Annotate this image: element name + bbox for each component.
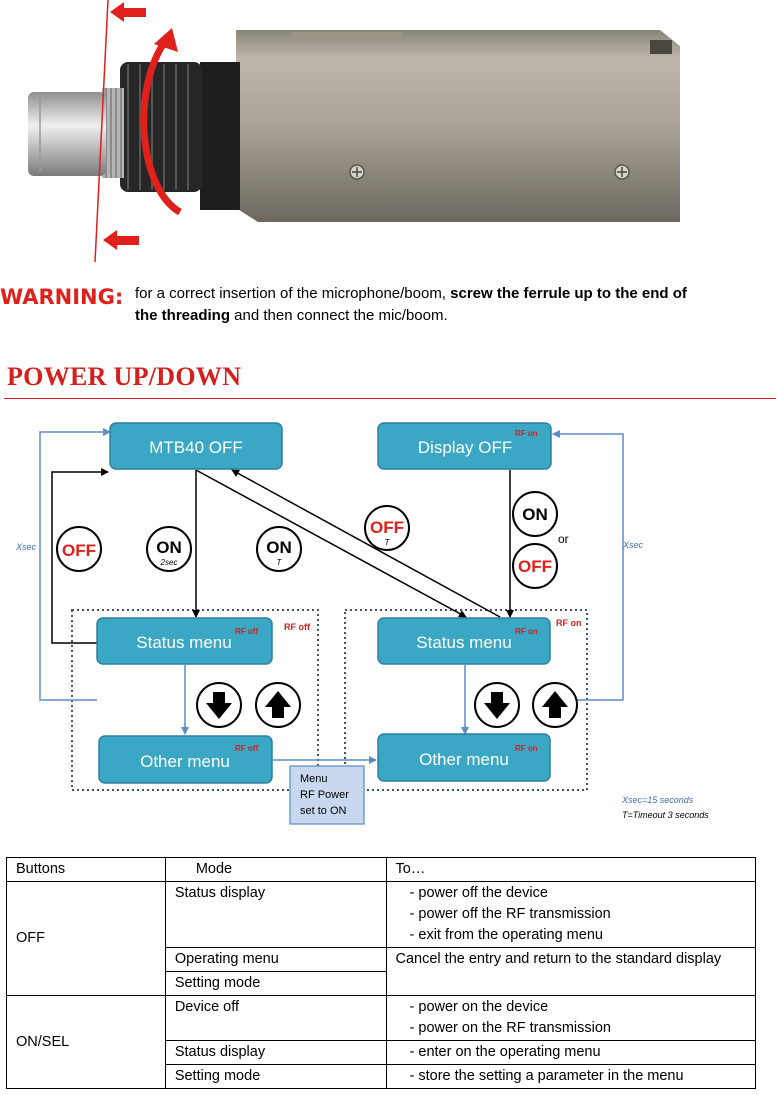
xsec-left-flow	[39, 428, 111, 701]
table-row: ON/SEL Device off power on the device po…	[6, 995, 757, 1089]
table-row: Setting mode	[7, 971, 756, 996]
display-off-box: Display OFF RF on	[377, 422, 552, 470]
svg-text:MTB40 OFF: MTB40 OFF	[149, 438, 243, 457]
xsec-label-left: Xsec	[15, 542, 37, 552]
section-divider	[4, 398, 776, 399]
mode-setting-mode: Setting mode	[164, 1064, 387, 1089]
svg-text:OFF: OFF	[518, 557, 552, 576]
off-loop-flow	[51, 468, 109, 644]
svg-text:RF on: RF on	[515, 429, 538, 438]
svg-text:ON: ON	[522, 505, 548, 524]
svg-text:RF Power: RF Power	[300, 789, 349, 801]
ferrule	[120, 62, 202, 192]
header-to: To…	[385, 857, 757, 882]
table-row: Operating menu Cancel the entry and retu…	[7, 947, 757, 996]
on-t-flow	[195, 469, 467, 618]
action-item: power off the device	[410, 883, 746, 904]
svg-text:Status menu: Status menu	[416, 633, 511, 652]
power-diagram: RF off RF on MTB40 OFF Display OFF RF on…	[15, 422, 709, 825]
mtb40-off-box: MTB40 OFF	[109, 422, 283, 470]
threading-guide-line	[94, 0, 109, 263]
arrow-left-icon	[103, 230, 139, 250]
svg-text:ON: ON	[156, 538, 182, 557]
mode-status-display: Status display	[164, 1040, 387, 1065]
svg-text:OFF: OFF	[62, 541, 96, 560]
table-header-row: Buttons Mode To…	[6, 857, 757, 882]
action-item: exit from the operating menu	[410, 925, 746, 946]
or-label: or	[558, 532, 569, 546]
transmitter-body	[236, 30, 680, 222]
device-photo	[28, 0, 680, 263]
xlr-connector	[28, 92, 106, 176]
header-buttons: Buttons	[6, 857, 166, 882]
off-button-icon-right: OFF	[512, 543, 558, 589]
status-menu-right-box: Status menu RF on	[377, 617, 551, 665]
xsec-right-flow	[550, 430, 624, 701]
buttons-table: Buttons Mode To… OFF Status display powe…	[6, 857, 757, 1089]
warning-text: for a correct insertion of the microphon…	[135, 283, 695, 327]
rf-off-group-tag: RF off	[284, 622, 311, 632]
action-cell: power on the device power on the RF tran…	[385, 995, 757, 1041]
svg-text:ON: ON	[266, 538, 292, 557]
legend-xsec: Xsec=15 seconds	[621, 795, 694, 805]
down-arrow-icon	[474, 682, 520, 728]
section-title: POWER UP/DOWN	[7, 362, 242, 391]
status-menu-left-box: Status menu RF off	[96, 617, 273, 665]
action-cancel: Cancel the entry and return to the stand…	[385, 947, 757, 996]
table-row: OFF Status display power off the device …	[6, 881, 757, 996]
svg-text:T: T	[277, 558, 283, 567]
header-mode: Mode	[164, 857, 387, 882]
table-row: Setting mode store the setting a paramet…	[7, 1064, 757, 1089]
action-item: power on the device	[410, 997, 746, 1018]
button-onsel: ON/SEL	[6, 995, 166, 1089]
mode-device-off: Device off	[164, 995, 387, 1041]
action-item: enter on the operating menu	[410, 1042, 746, 1063]
on-button-icon: ON	[512, 491, 558, 537]
on-2sec-button-icon: ON 2sec	[146, 526, 192, 572]
svg-text:Display OFF: Display OFF	[418, 438, 512, 457]
other-menu-left-box: Other menu RF off	[98, 735, 273, 784]
action-cell: store the setting a parameter in the men…	[385, 1064, 757, 1089]
off-button-icon: OFF	[56, 526, 102, 572]
action-item: power on the RF transmission	[410, 1018, 746, 1039]
other-menu-right-box: Other menu RF on	[377, 733, 551, 782]
off-t-button-icon: OFF T	[364, 505, 410, 551]
xsec-label-right: Xsec	[622, 540, 644, 550]
action-item: store the setting a parameter in the men…	[410, 1066, 746, 1087]
mode-operating-menu: Operating menu	[164, 947, 387, 972]
warning-text-before: for a correct insertion of the microphon…	[135, 285, 451, 302]
svg-text:Other menu: Other menu	[140, 752, 230, 771]
svg-text:2sec: 2sec	[160, 558, 178, 567]
svg-text:set to ON: set to ON	[300, 805, 347, 817]
mode-status-display: Status display	[164, 881, 387, 948]
svg-text:T: T	[385, 538, 391, 547]
up-arrow-icon	[255, 682, 301, 728]
on-t-button-icon: ON T	[256, 526, 302, 572]
warning-text-after: and then connect the mic/boom.	[230, 307, 448, 324]
svg-text:RF off: RF off	[235, 744, 258, 753]
svg-text:OFF: OFF	[370, 518, 404, 537]
action-cell: enter on the operating menu	[385, 1040, 757, 1065]
svg-text:Other menu: Other menu	[419, 750, 509, 769]
warning-text-bold: screw the ferrule up to the end of the t…	[135, 285, 687, 324]
menu-note: Menu RF Power set to ON	[289, 765, 365, 825]
svg-text:RF on: RF on	[515, 627, 538, 636]
svg-text:RF on: RF on	[515, 744, 538, 753]
svg-text:RF off: RF off	[235, 627, 258, 636]
action-item: power off the RF transmission	[410, 904, 746, 925]
svg-text:Status menu: Status menu	[136, 633, 231, 652]
legend-timeout: T=Timeout 3 seconds	[622, 810, 709, 820]
up-arrow-icon	[532, 682, 578, 728]
warning-label: WARNING:	[0, 285, 124, 309]
down-arrow-icon	[196, 682, 242, 728]
rotate-arrow-icon	[140, 37, 182, 216]
arrow-left-icon	[110, 2, 146, 22]
svg-text:Menu: Menu	[300, 773, 328, 785]
rf-on-group-tag: RF on	[556, 618, 582, 628]
mode-setting-mode: Setting mode	[164, 971, 387, 996]
button-off: OFF	[6, 881, 166, 996]
off-t-flow	[231, 469, 501, 618]
action-cell: power off the device power off the RF tr…	[385, 881, 757, 948]
